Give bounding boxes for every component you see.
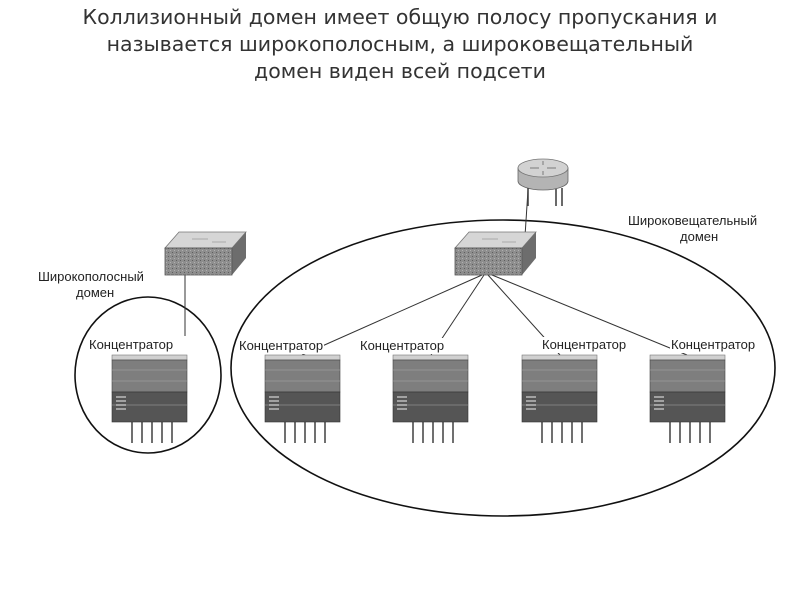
broadcast-domain-label: Широковещательный домен [628,213,757,245]
hub-label: Концентратор [359,338,446,354]
broadcast-label-line-2: домен [680,229,719,244]
hub-label: Концентратор [670,337,757,353]
title-line-2: называется широкополосным, а широковещат… [106,32,694,56]
switch-icon-left [164,231,247,276]
hub-icon [649,354,726,443]
hub-icon [392,354,469,443]
hub-label: Концентратор [88,337,175,353]
switch-to-hub-link [301,274,483,356]
connection-lines [184,189,688,356]
broadband-label-line-2: домен [76,285,115,300]
hub-icon [111,354,188,443]
hub-label: Концентратор [541,337,628,353]
title-line-3: домен виден всей подсети [254,59,546,83]
router-icon [517,158,569,206]
hub-icon [264,354,341,443]
broadband-label-line-1: Широкополосный [38,269,144,284]
broadcast-domain-ellipse [230,219,776,517]
broadband-domain-label: Широкополосный домен [38,269,144,301]
broadband-domain-ellipse [74,296,222,454]
hub-icon [521,354,598,443]
switch-to-hub-link [491,274,688,356]
broadcast-label-line-1: Широковещательный [628,213,758,228]
title-line-1: Коллизионный домен имеет общую полосу пр… [82,5,718,29]
slide-title: Коллизионный домен имеет общую полосу пр… [20,4,780,85]
switch-icon-central [454,231,537,276]
hub-label: Концентратор [238,338,325,354]
